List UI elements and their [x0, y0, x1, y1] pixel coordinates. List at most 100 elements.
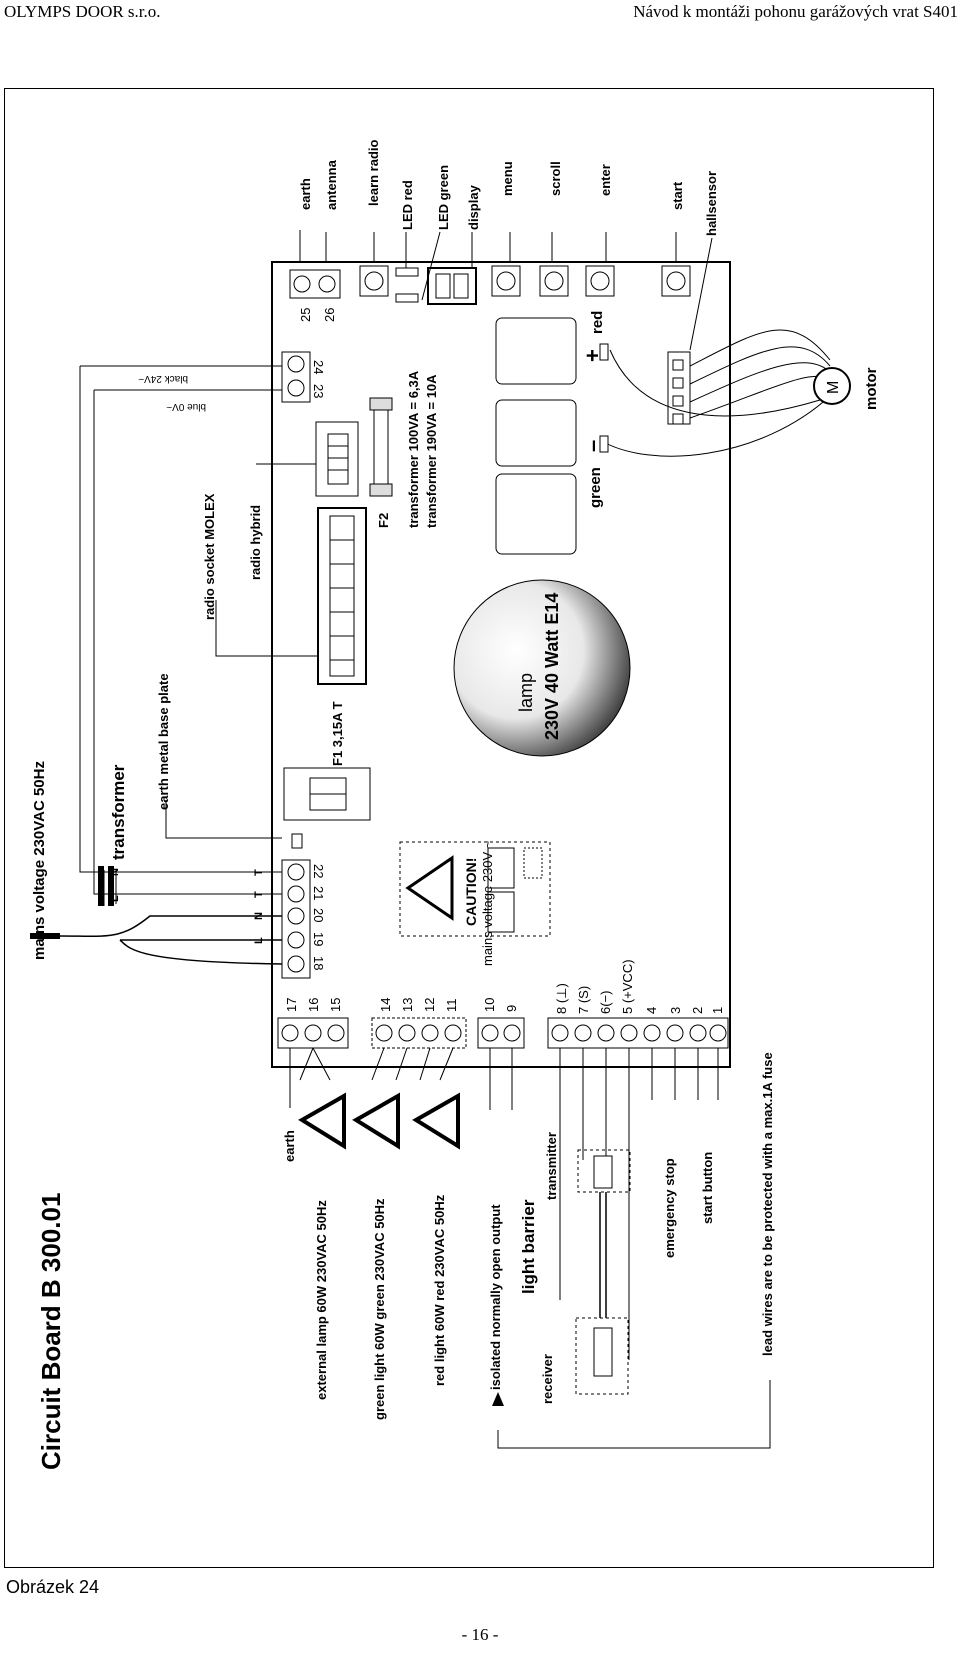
left-wiring: [289, 1047, 771, 1449]
fuse-f1: [283, 767, 371, 821]
warning-triangle-green: [352, 1092, 400, 1150]
tnum-4: 4: [644, 1007, 659, 1014]
terminal-numbers: 25 26 24 23 22 21 20 19 18 17 16 15 14 1…: [284, 308, 725, 1014]
transformer-wires: [79, 365, 282, 906]
learn-radio-button: [359, 265, 389, 297]
label-red: red: [589, 311, 606, 334]
leader-lines-top: [299, 230, 713, 351]
tnum-10: 10: [482, 998, 497, 1012]
transmitter-box: [577, 1149, 631, 1193]
label-learn-radio: learn radio: [366, 139, 381, 206]
scroll-button: [539, 265, 569, 297]
tnum-26: 26: [322, 308, 337, 322]
tnum-6: 6(−): [598, 991, 613, 1014]
earth-base-plate-label: earth metal base plate: [156, 673, 171, 810]
terminal-block-25-26: [289, 269, 341, 299]
wire-blue-label: blue 0V~: [166, 401, 206, 412]
menu-button: [491, 265, 521, 297]
radio-hybrid-label: radio hybrid: [248, 505, 263, 580]
mains-letter-n-2: N: [253, 912, 265, 920]
tnum-12: 12: [422, 998, 437, 1012]
caution-mains-label: mains voltage 230V ~: [480, 840, 495, 966]
mains-letter-l-1: L: [109, 895, 121, 902]
fuse-f2-label: F2: [376, 513, 391, 528]
terminal-block-23-24: [281, 351, 311, 403]
label-display: display: [466, 184, 481, 230]
label-green-light: green light 60W green 230VAC 50Hz: [372, 1198, 387, 1420]
label-minus: –: [580, 440, 605, 452]
header-title: Návod k montáži pohonu garážových vrat S…: [633, 2, 958, 21]
label-plus: +: [580, 349, 605, 362]
mains-letter-t-2: T: [253, 891, 265, 898]
figure-frame: [4, 88, 934, 1568]
lamp-label: lamp: [516, 673, 536, 712]
led-green: [395, 293, 419, 303]
header-company: OLYMPS DOOR s.r.o.: [4, 2, 161, 21]
display-panel: [427, 267, 477, 305]
motor-m: M: [825, 381, 842, 394]
terminal-block-9-10: [477, 1017, 525, 1049]
mains-voltage-label: mains voltage 230VAC 50Hz: [31, 761, 48, 960]
mains-cable: [59, 915, 283, 965]
page-number: - 16 -: [461, 1625, 499, 1644]
warning-triangle-lamp: [298, 1092, 346, 1150]
label-menu: menu: [500, 161, 515, 196]
radio-socket-molex: [317, 507, 367, 685]
tnum-24: 24: [311, 360, 326, 374]
receiver-box: [575, 1317, 629, 1395]
board-title: Circuit Board B 300.01: [36, 1193, 66, 1470]
tnum-20: 20: [311, 908, 326, 922]
radio-socket-label: radio socket MOLEX: [202, 493, 217, 620]
lamp-bulb: [453, 579, 631, 757]
label-antenna: antenna: [324, 159, 339, 210]
relay-2: [495, 399, 577, 467]
figure-caption: Obrázek 24: [6, 1577, 100, 1597]
wire-black-label: black 24V~: [138, 373, 188, 384]
motor-symbol: [813, 367, 851, 405]
mains-letter-n-1: N: [109, 868, 121, 876]
radio-hybrid-connector: [315, 421, 359, 497]
tnum-19: 19: [311, 932, 326, 946]
tnum-9: 9: [504, 1005, 519, 1012]
label-red-light: red light 60W red 230VAC 50Hz: [432, 1194, 447, 1386]
label-led-green: LED green: [436, 165, 451, 230]
label-transmitter: transmitter: [544, 1132, 559, 1200]
relay-3: [495, 473, 577, 555]
hallsensor-connector: [667, 351, 691, 425]
label-fuse-note: lead wires are to be protected with a ma…: [760, 1052, 775, 1356]
caution-triangle: [405, 855, 454, 921]
label-start-button: start button: [700, 1152, 715, 1224]
tnum-5: 5 (+VCC): [620, 959, 635, 1014]
terminal-block-11-14: [371, 1017, 467, 1049]
label-hallsensor: hallsensor: [704, 171, 719, 236]
relay-1: [495, 317, 577, 385]
tnum-3: 3: [668, 1007, 683, 1014]
tnum-7: 7 (S): [576, 986, 591, 1014]
tnum-16: 16: [306, 998, 321, 1012]
motor-wires: [599, 329, 831, 457]
tnum-21: 21: [311, 886, 326, 900]
transformer-rating-2: transformer 190VA = 10A: [424, 374, 439, 528]
tnum-15: 15: [328, 998, 343, 1012]
terminal-block-1-8: [547, 1017, 729, 1049]
label-isolated-output: isolated normally open output: [488, 1204, 503, 1390]
tnum-14: 14: [378, 998, 393, 1012]
start-button-board: [661, 265, 691, 297]
fuse-f1-label: F1 3,15A T: [330, 701, 345, 766]
caution-area: [399, 841, 551, 937]
label-receiver: receiver: [540, 1354, 555, 1404]
label-start: start: [670, 181, 685, 210]
tnum-8: 8 (⊥): [554, 983, 569, 1014]
led-red: [395, 267, 419, 277]
terminal-block-15-17: [277, 1017, 349, 1049]
tnum-18: 18: [311, 956, 326, 970]
circuit-board: [271, 261, 731, 1068]
tnum-25: 25: [298, 308, 313, 322]
label-scroll: scroll: [548, 161, 563, 196]
warning-triangle-red: [412, 1092, 460, 1150]
label-motor: motor: [863, 367, 880, 410]
label-light-barrier: light barrier: [519, 1199, 538, 1294]
enter-button: [585, 265, 615, 297]
tnum-23: 23: [311, 384, 326, 398]
caution-label: CAUTION!: [463, 858, 479, 926]
